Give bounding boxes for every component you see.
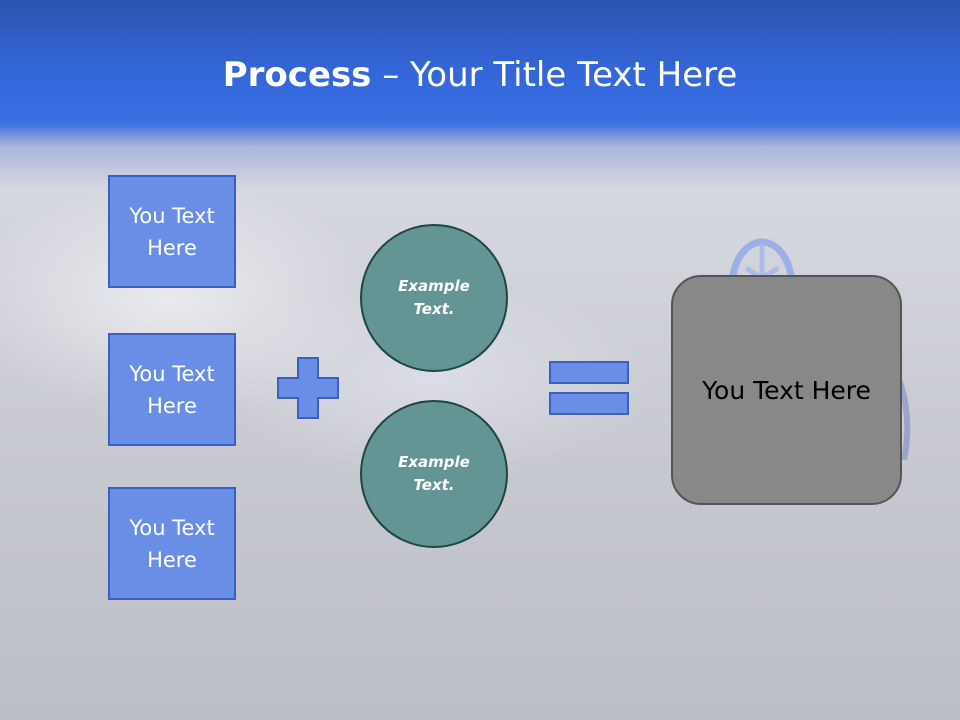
input-box-1-label: You Text Here — [129, 203, 215, 260]
title-bold: Process — [222, 55, 372, 95]
example-circle-2[interactable]: Example Text. — [360, 400, 508, 548]
plus-icon — [277, 357, 339, 419]
input-box-1[interactable]: You Text Here — [108, 175, 236, 288]
example-circle-2-label: Example Text. — [398, 453, 470, 494]
example-circle-1-label: Example Text. — [398, 277, 470, 318]
input-box-3[interactable]: You Text Here — [108, 487, 236, 600]
title-rest: – Your Title Text Here — [371, 55, 738, 95]
page-title: Process – Your Title Text Here — [0, 50, 960, 100]
result-box-label: You Text Here — [702, 375, 871, 405]
input-box-2-label: You Text Here — [129, 361, 215, 418]
header-fade — [0, 120, 960, 170]
example-circle-1[interactable]: Example Text. — [360, 224, 508, 372]
result-box[interactable]: You Text Here — [671, 275, 902, 505]
equals-icon — [549, 361, 629, 415]
input-box-3-label: You Text Here — [129, 515, 215, 572]
input-box-2[interactable]: You Text Here — [108, 333, 236, 446]
header-band — [0, 0, 960, 128]
